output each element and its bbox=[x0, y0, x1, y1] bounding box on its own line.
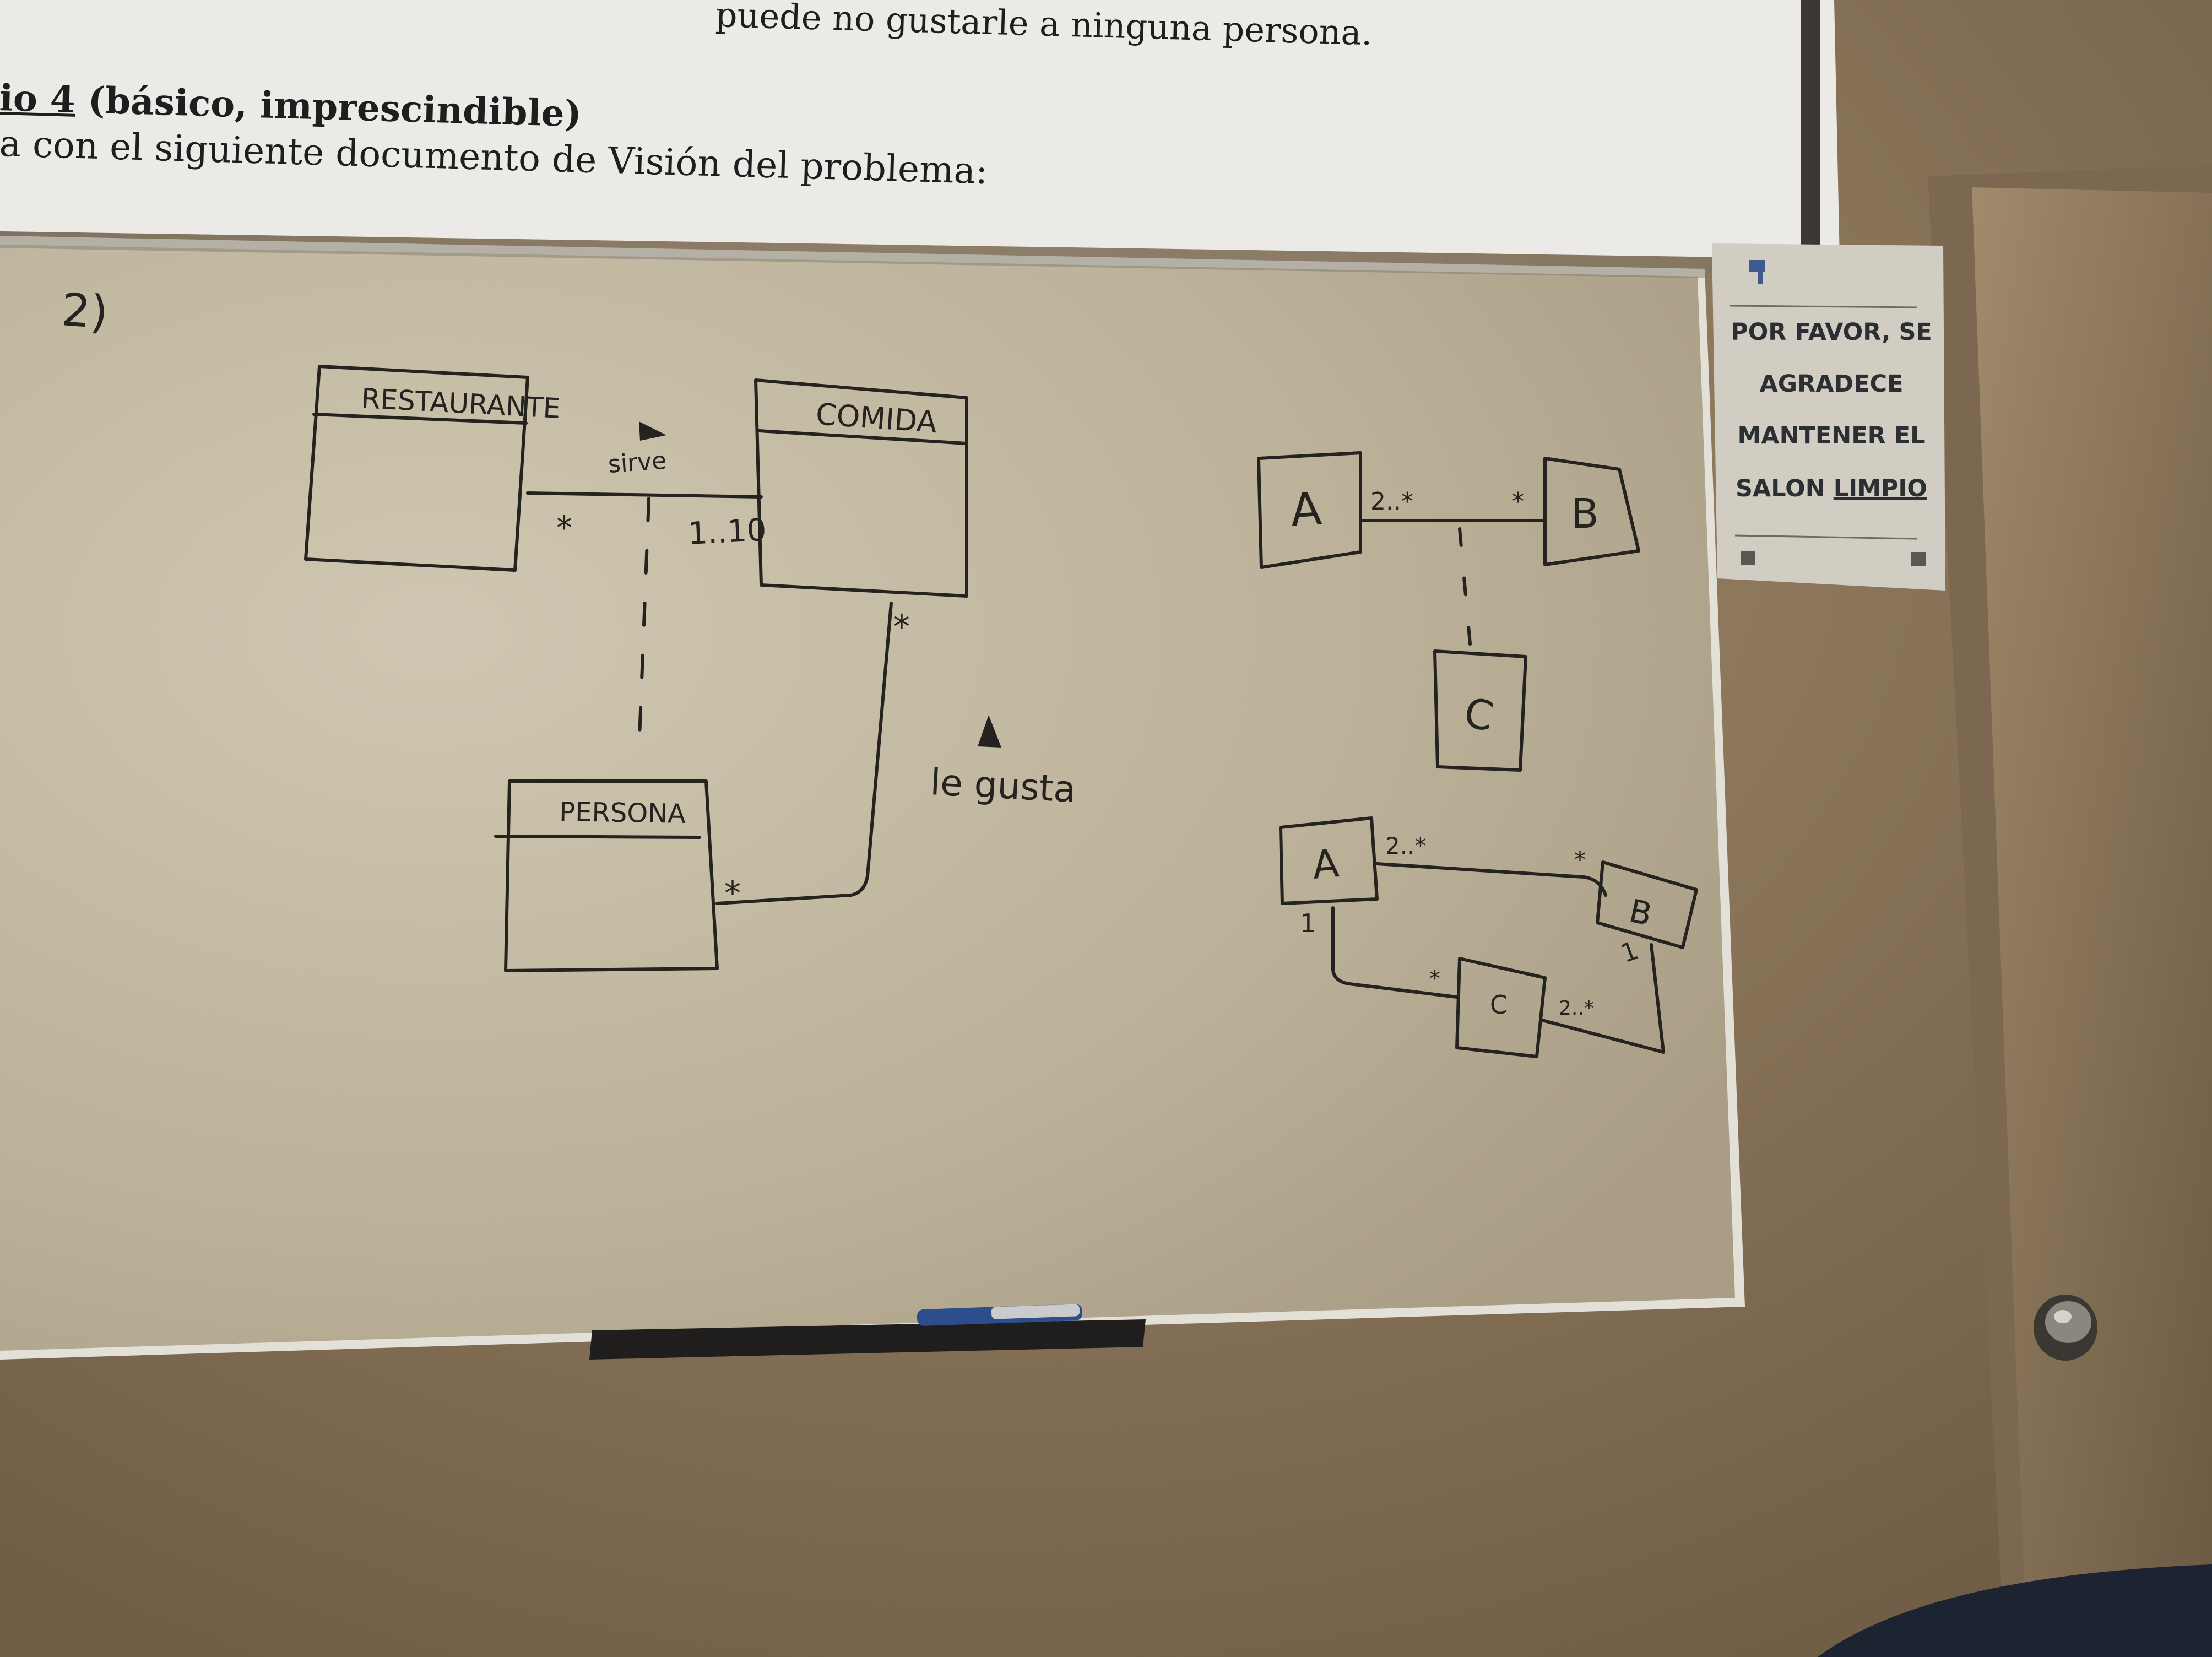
poster-divider bbox=[1729, 305, 1917, 308]
exercise-number: 2) bbox=[60, 284, 110, 339]
association-class-link bbox=[637, 497, 650, 754]
projection-shadow bbox=[0, 231, 1834, 278]
poster-icon-right bbox=[1911, 552, 1926, 566]
poster-salon: SALON bbox=[1736, 475, 1834, 502]
label-sirve: sirve bbox=[607, 447, 668, 479]
ex2-class-c bbox=[1455, 957, 1547, 1058]
door bbox=[1972, 187, 2212, 1657]
label-persona: PERSONA bbox=[559, 797, 686, 830]
ex2-assoc-ac bbox=[1331, 906, 1459, 999]
ex2-class-a bbox=[1279, 816, 1379, 905]
whiteboard bbox=[0, 245, 1735, 1351]
mult-le-gusta-persona: * bbox=[724, 874, 741, 913]
ex2-label-a: A bbox=[1310, 841, 1341, 888]
ex2-assoc-ab bbox=[1375, 862, 1607, 897]
poster-logo-stem bbox=[1758, 272, 1763, 284]
class-comida bbox=[754, 378, 968, 598]
ex2-mult-a-1: 1 bbox=[1300, 908, 1316, 938]
poster-underline bbox=[1734, 534, 1917, 540]
ex1-label-a: A bbox=[1289, 483, 1324, 537]
poster bbox=[1712, 243, 1945, 591]
door-knob bbox=[2034, 1295, 2097, 1361]
ex2-assoc-cb bbox=[1541, 943, 1665, 1054]
chair-back bbox=[1818, 1564, 2212, 1657]
marker-drawing bbox=[304, 365, 1698, 1058]
projection-screen bbox=[0, 0, 1840, 259]
ex2-mult-c-left: * bbox=[1429, 966, 1440, 992]
direction-arrow-sirve bbox=[639, 421, 666, 441]
ex2-mult-c-right: 2..* bbox=[1559, 997, 1594, 1020]
poster-line-4: SALON LIMPIO bbox=[1720, 475, 1943, 502]
ex1-class-b bbox=[1543, 457, 1640, 566]
direction-arrow-le-gusta bbox=[978, 715, 1001, 748]
poster-line-1: POR FAVOR, SE bbox=[1731, 318, 1932, 346]
poster-line-2: AGRADECE bbox=[1759, 370, 1904, 398]
ex1-dashed-link bbox=[1458, 527, 1472, 652]
poster-logo bbox=[1749, 260, 1765, 272]
ex2-label-c: C bbox=[1490, 990, 1508, 1020]
ex1-class-a bbox=[1257, 451, 1362, 569]
marker-tray bbox=[589, 1319, 1146, 1360]
poster-icon-left bbox=[1741, 551, 1755, 565]
whiteboard-marker bbox=[917, 1304, 1083, 1326]
mult-sirve-restaurante: * bbox=[556, 509, 572, 546]
mult-sirve-comida: 1..10 bbox=[687, 512, 767, 552]
projection-screen-edge bbox=[1801, 0, 1820, 259]
ex1-label-b: B bbox=[1571, 490, 1599, 538]
mult-le-gusta-comida: * bbox=[893, 608, 910, 646]
label-comida: COMIDA bbox=[815, 397, 938, 440]
ex1-mult-a: 2..* bbox=[1370, 488, 1413, 516]
poster-line-3: MANTENER EL bbox=[1737, 422, 1926, 450]
ex2-mult-ab-a: 2..* bbox=[1385, 832, 1426, 859]
class-persona bbox=[494, 779, 719, 972]
ex1-class-c bbox=[1433, 649, 1527, 772]
label-le-gusta: le gusta bbox=[929, 761, 1077, 811]
ex2-mult-ab-b: * bbox=[1574, 846, 1586, 873]
exercise-heading-number: io 4 bbox=[0, 76, 76, 121]
ex1-mult-b: * bbox=[1512, 488, 1524, 516]
class-restaurante bbox=[304, 365, 529, 572]
association-sirve bbox=[526, 491, 763, 499]
association-le-gusta bbox=[715, 602, 893, 905]
poster-limpio: LIMPIO bbox=[1833, 475, 1927, 502]
ex2-class-b bbox=[1596, 860, 1698, 949]
